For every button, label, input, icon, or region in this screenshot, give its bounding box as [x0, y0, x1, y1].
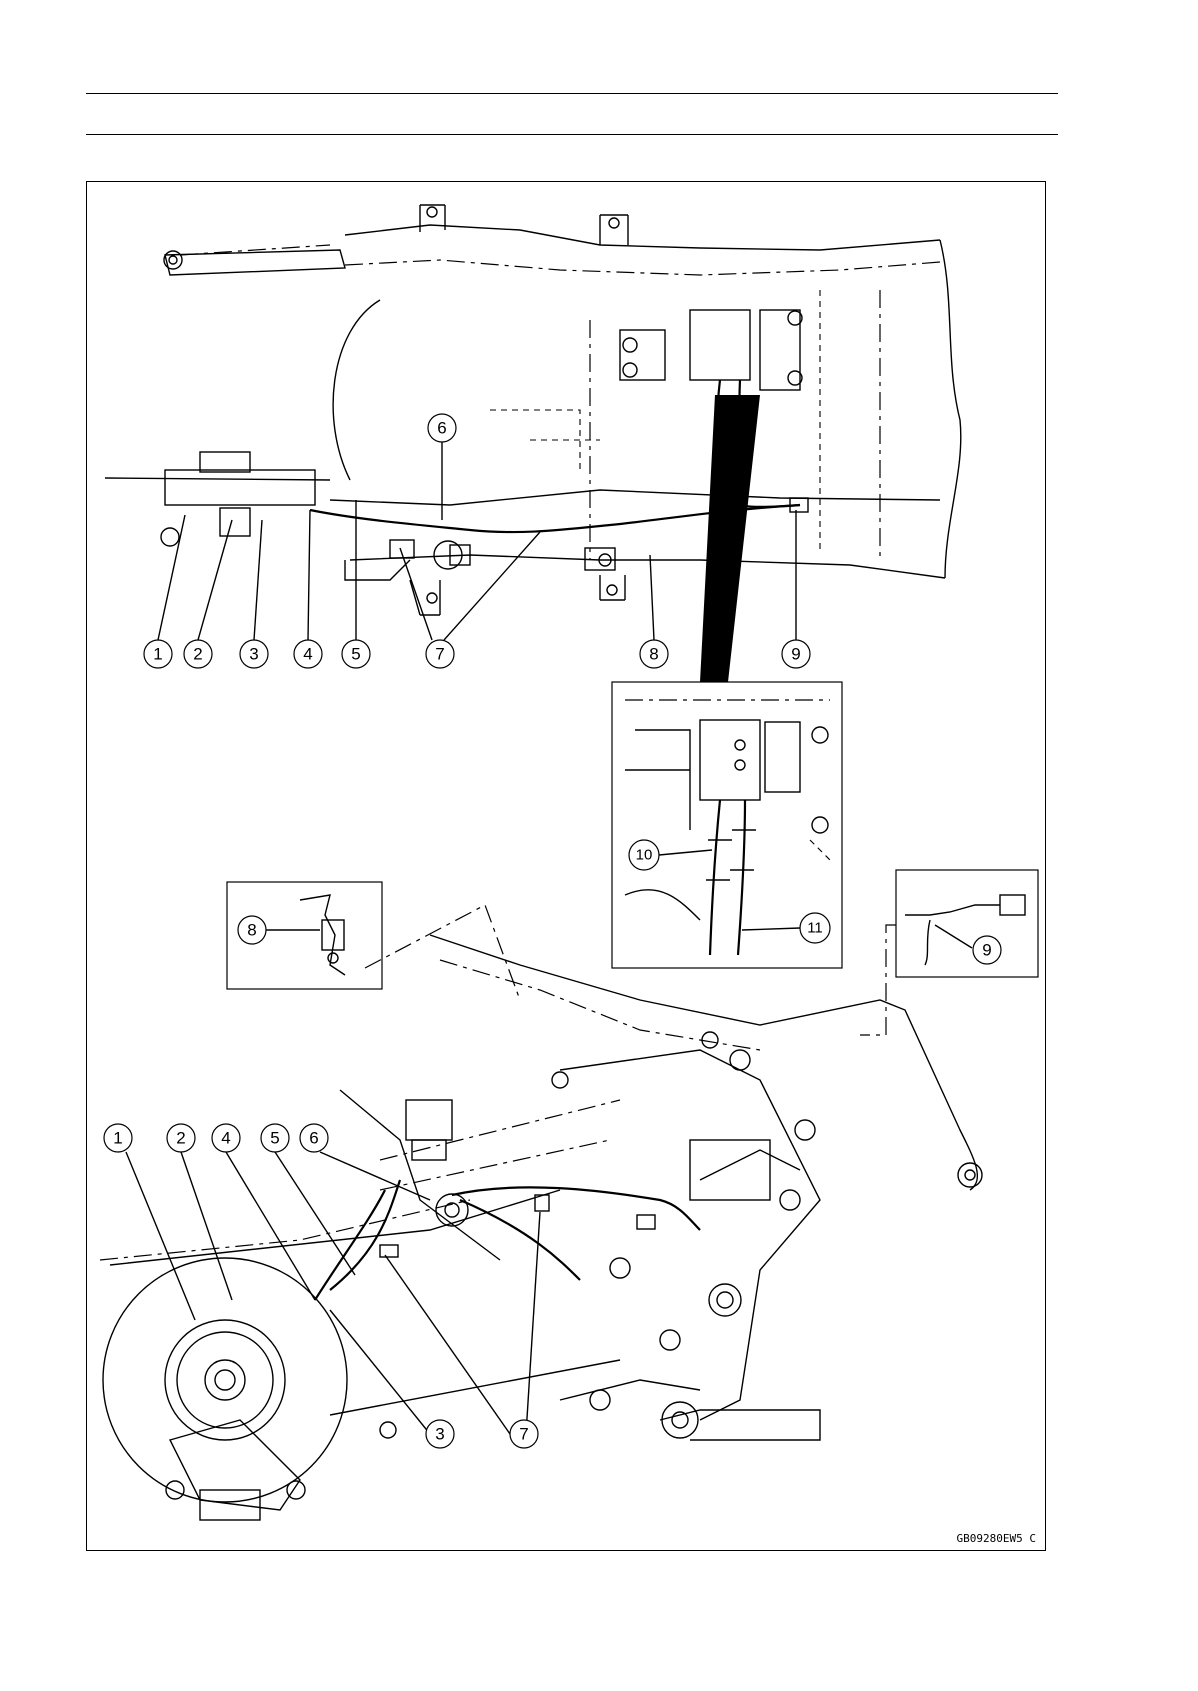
- top-view-leaders: [158, 442, 796, 640]
- callout-label: 2: [193, 645, 202, 664]
- callout-label: 9: [791, 645, 800, 664]
- callout-7-top: 7: [426, 640, 454, 668]
- callout-5-top: 5: [342, 640, 370, 668]
- side-view-callouts: 1 2 4 5 6 3 7: [104, 1124, 538, 1448]
- side-view-leaders: [126, 1152, 540, 1434]
- top-view-frame: [105, 205, 961, 615]
- callout-1-top: 1: [144, 640, 172, 668]
- inset-8-link: [365, 905, 520, 1000]
- callout-label: 4: [221, 1129, 230, 1148]
- callout-10-label: 10: [636, 847, 653, 864]
- callout-3-side: 3: [426, 1420, 454, 1448]
- callout-2-top: 2: [184, 640, 212, 668]
- callout-label: 1: [153, 645, 162, 664]
- callout-4-top: 4: [294, 640, 322, 668]
- figure-code: GB09280EW5 C: [957, 1532, 1036, 1545]
- callout-label: 6: [309, 1129, 318, 1148]
- callout-2-side: 2: [167, 1124, 195, 1152]
- inset-pointer: [700, 395, 760, 682]
- callout-label: 7: [519, 1425, 528, 1444]
- callout-label: 4: [303, 645, 312, 664]
- callout-1-side: 1: [104, 1124, 132, 1152]
- callout-5-side: 5: [261, 1124, 289, 1152]
- callout-8-top: 8: [640, 640, 668, 668]
- callout-label: 7: [435, 645, 444, 664]
- callout-label: 5: [351, 645, 360, 664]
- callout-4-side: 4: [212, 1124, 240, 1152]
- abs-detail-inset: 10 11: [612, 682, 842, 968]
- callout-label: 3: [435, 1425, 444, 1444]
- callout-3-top: 3: [240, 640, 268, 668]
- inset-9-link: [860, 925, 896, 1035]
- callout-label: 3: [249, 645, 258, 664]
- detail-inset-8: 8: [227, 882, 382, 989]
- callout-label: 6: [437, 419, 446, 438]
- callout-label: 1: [113, 1129, 122, 1148]
- callout-label: 5: [270, 1129, 279, 1148]
- callout-label: 2: [176, 1129, 185, 1148]
- side-view-frame: [100, 935, 982, 1520]
- detail-inset-9: 9: [896, 870, 1038, 977]
- callout-7-side: 7: [510, 1420, 538, 1448]
- callout-9-top: 9: [782, 640, 810, 668]
- callout-11-label: 11: [807, 920, 823, 937]
- callout-6-side: 6: [300, 1124, 328, 1152]
- callout-9-inset-label: 9: [982, 941, 991, 960]
- callout-8-inset-label: 8: [247, 921, 256, 940]
- callout-label: 8: [649, 645, 658, 664]
- callout-6-top: 6: [428, 414, 456, 442]
